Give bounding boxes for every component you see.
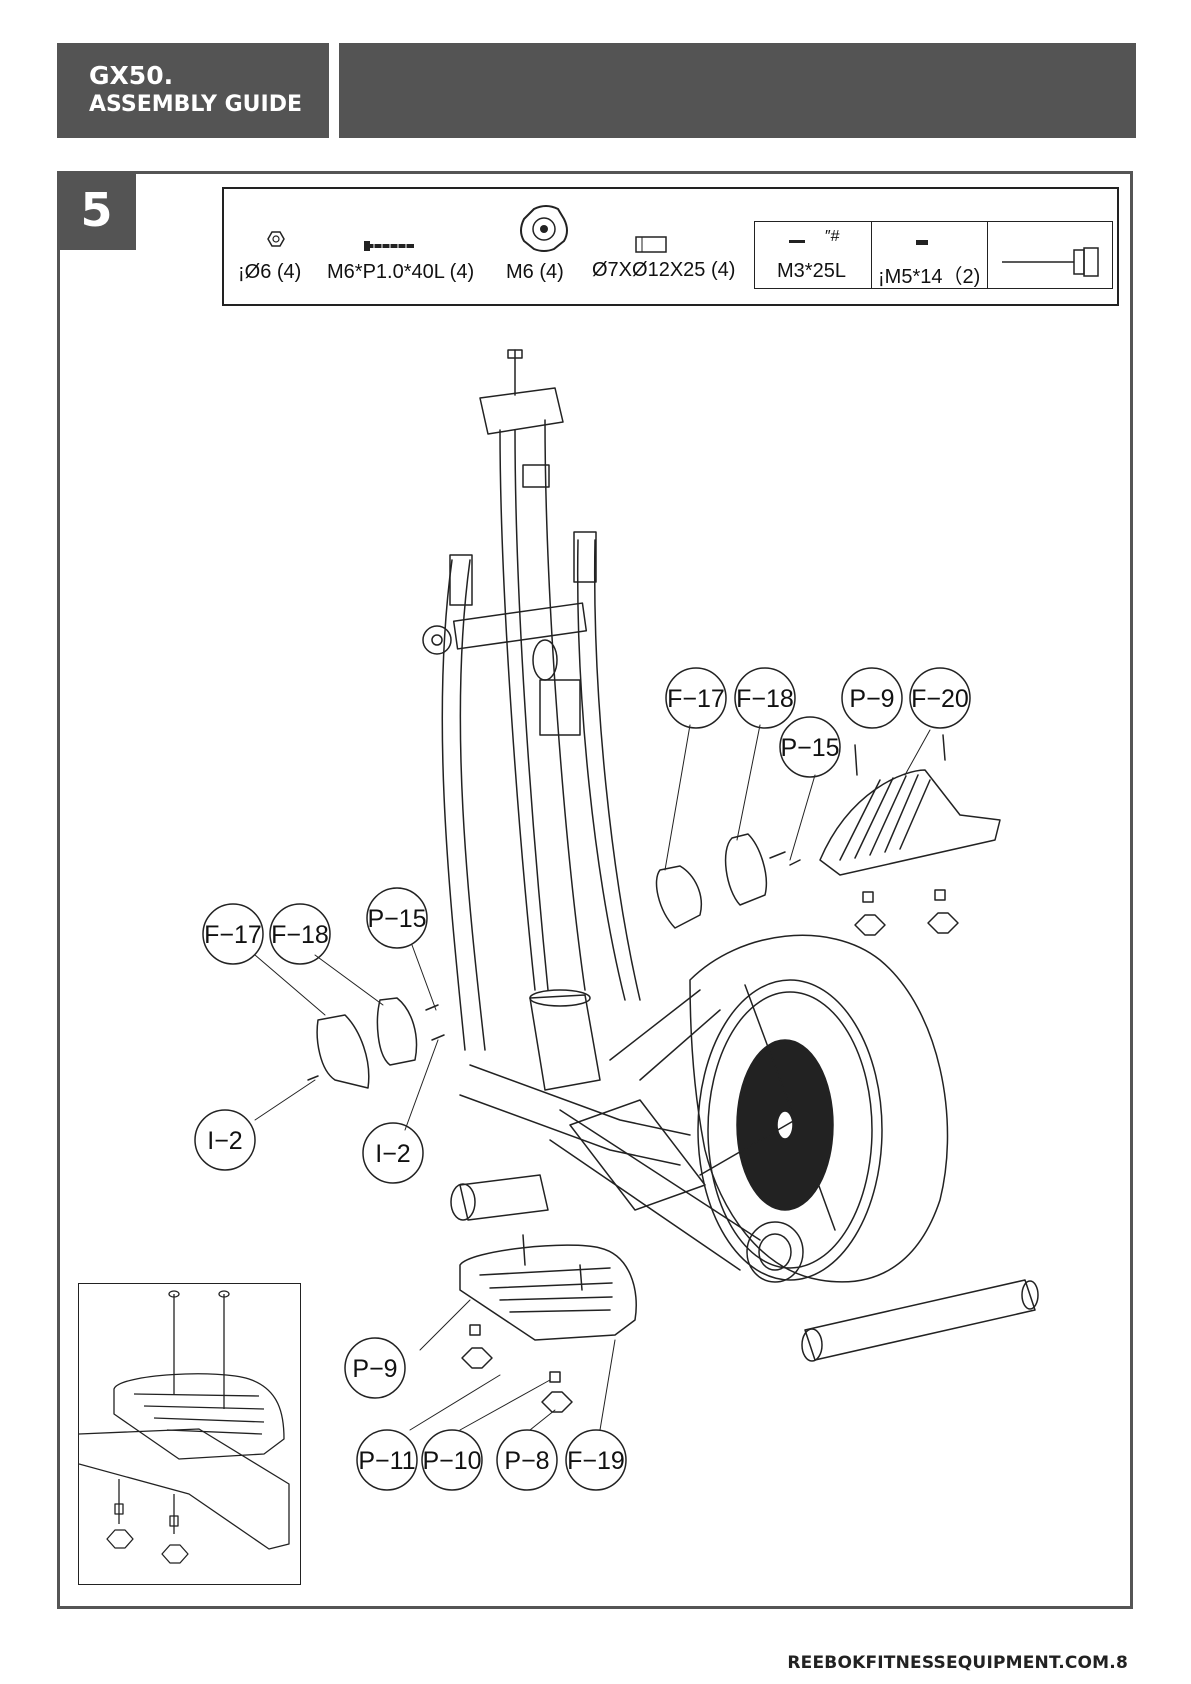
part-label-f17-right: F−17: [667, 685, 725, 713]
pulse-grip: [533, 640, 580, 735]
left-cover-parts: [308, 998, 444, 1088]
console-mount: [480, 350, 563, 434]
rear-stabilizer: [802, 1280, 1038, 1361]
crank-cover: [747, 1222, 803, 1282]
flywheel-housing: [690, 935, 948, 1282]
front-stabilizer: [451, 1175, 548, 1220]
right-knobs: [855, 890, 958, 935]
left-handle-tube: [442, 555, 485, 1050]
front-footrest: [460, 1235, 636, 1340]
mast-base-cover: [530, 990, 600, 1090]
rear-footrest: [820, 735, 1000, 875]
part-label-p15-right: P−15: [780, 734, 839, 762]
pedal-arm: [460, 1065, 705, 1210]
part-label-p10: P−10: [422, 1447, 481, 1475]
part-label-p11: P−11: [358, 1447, 415, 1475]
part-label-f19: F−19: [567, 1447, 625, 1475]
part-label-f17-left: F−17: [204, 921, 262, 949]
inset-drawing: [79, 1284, 302, 1586]
right-cover-parts: [656, 834, 800, 928]
part-label-f20: F−20: [911, 685, 969, 713]
frame-rail: [550, 990, 760, 1270]
part-label-p9-bottom: P−9: [352, 1355, 397, 1383]
part-label-p15-left: P−15: [367, 905, 426, 933]
right-handle-tube: [574, 532, 640, 1000]
footer-website: REEBOKFITNESSEQUIPMENT.COM.8: [787, 1653, 1128, 1673]
part-label-f18-right: F−18: [736, 685, 794, 713]
detail-inset: [78, 1283, 301, 1585]
part-label-f18-left: F−18: [271, 921, 329, 949]
part-label-p9-right: P−9: [849, 685, 894, 713]
part-label-p8: P−8: [504, 1447, 549, 1475]
part-label-i2-left: I−2: [207, 1127, 242, 1155]
part-label-i2-center: I−2: [375, 1140, 410, 1168]
front-mast: [500, 420, 585, 990]
